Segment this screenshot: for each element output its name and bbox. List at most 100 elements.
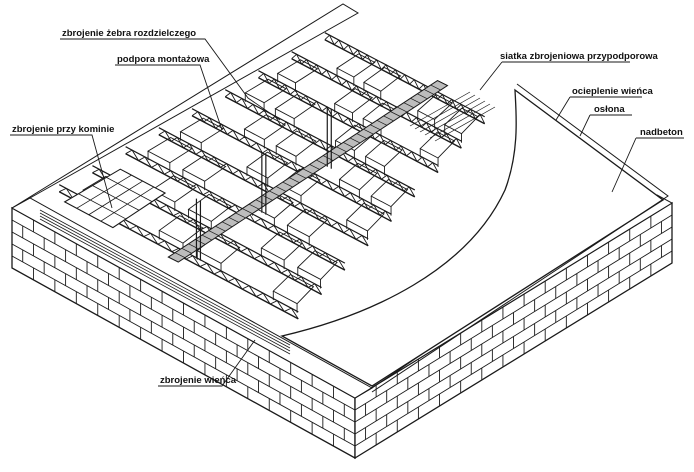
joist-bottom-chord <box>258 77 439 174</box>
rib-hatch <box>275 186 287 192</box>
rib-hatch <box>396 106 408 113</box>
rib-hatch <box>376 120 388 126</box>
rib-hatch <box>302 168 314 175</box>
hollow-block <box>272 273 315 305</box>
rib-hatch <box>242 208 253 214</box>
chimney-bar <box>106 176 153 202</box>
hollow-block <box>187 193 232 222</box>
leader-rib-reinforcement <box>60 38 281 121</box>
joist <box>258 59 456 174</box>
right-wall-bricks <box>354 214 673 447</box>
chimney-bar <box>92 185 140 211</box>
rib-hatch <box>228 217 240 223</box>
rib-hatch <box>356 133 367 139</box>
rib-hatch <box>215 225 226 232</box>
joist-lattice <box>191 111 392 222</box>
hollow-block <box>417 94 453 121</box>
floor-structure <box>39 32 496 355</box>
rib-hatch <box>309 164 320 170</box>
joist-lattice <box>125 149 346 271</box>
label-cover: osłona <box>594 104 625 115</box>
rim-reinforcement-bar <box>39 212 291 349</box>
rib-hatch <box>248 203 260 210</box>
label-support-mesh: siatka zbrojeniowa przypodporowa <box>500 51 659 62</box>
rib-hatch <box>390 111 401 117</box>
support-mesh-bar <box>414 94 476 130</box>
topping-concrete-surface <box>280 88 665 387</box>
rib-hatch <box>269 190 280 197</box>
rib-hatch <box>255 199 266 206</box>
hollow-block <box>275 130 317 157</box>
rib-hatch <box>430 84 441 91</box>
leader-support-mesh <box>479 61 630 91</box>
joist-lattice <box>324 34 486 124</box>
rib-hatch <box>383 115 394 122</box>
joist-bottom-chord <box>191 115 392 222</box>
hollow-block <box>297 250 338 280</box>
rim-reinforcement-bar <box>39 218 291 355</box>
rib-hatch <box>343 142 354 148</box>
hollow-block <box>364 139 403 167</box>
left-wall-bricks <box>11 219 356 447</box>
hollow-block <box>179 117 225 144</box>
leader-cover <box>579 114 632 137</box>
rib-hatch <box>282 181 293 188</box>
label-topping-concrete: nadbeton <box>640 127 683 138</box>
hollow-block <box>274 93 316 120</box>
rib-hatch <box>423 89 435 95</box>
hollow-block <box>260 231 303 261</box>
rib-hatch <box>201 234 213 241</box>
leader-topping-concrete <box>611 137 684 193</box>
rib-hatch <box>336 146 347 153</box>
hollow-block <box>419 131 456 159</box>
joist-bottom-chord <box>291 58 462 149</box>
rib-hatch <box>208 230 219 236</box>
hollow-block <box>336 53 376 78</box>
chimney-bar <box>100 186 155 222</box>
leader-lines <box>10 38 684 387</box>
label-chimney-reinforcement: zbrojenie przy kominie <box>12 124 114 135</box>
rib-hatch <box>403 102 414 108</box>
rim-insulation-strip <box>371 83 669 393</box>
hollow-block <box>370 178 409 208</box>
label-rim-reinforcement: zbrojenie wieńca <box>160 375 237 386</box>
rib-hatch <box>296 172 307 179</box>
rib-hatch <box>181 247 192 254</box>
hollow-block <box>363 66 402 92</box>
rib-hatch <box>262 195 273 201</box>
rib-hatch <box>174 252 186 258</box>
hollow-block <box>182 154 227 182</box>
back-wall-top <box>11 3 359 209</box>
joist-bottom-chord <box>224 96 416 198</box>
support-mesh-bar <box>409 91 471 127</box>
hollow-block <box>244 78 287 104</box>
joist <box>191 108 409 222</box>
joist-lattice <box>258 72 439 173</box>
rim-reinforcement-bar <box>39 215 291 352</box>
label-mounting-support: podpora montażowa <box>117 54 210 65</box>
support-mesh-bar <box>419 97 481 133</box>
rib-hatch <box>437 80 448 86</box>
hollow-block <box>246 151 289 179</box>
rib-hatch <box>168 256 179 263</box>
joist-bottom-chord <box>324 39 486 125</box>
joist-lattice <box>291 53 462 149</box>
rib-hatch <box>410 97 421 104</box>
rim-reinforcement-bar <box>39 209 291 346</box>
leader-rim-insulation <box>555 96 642 121</box>
rib-hatch <box>349 137 361 144</box>
rib-hatch <box>363 128 374 135</box>
rib-hatch <box>370 124 381 131</box>
leader-rim-reinforcement <box>158 339 256 387</box>
joist-bottom-chord <box>125 153 346 271</box>
rib-hatch <box>289 177 300 183</box>
joist-lattice <box>224 91 416 198</box>
rib-hatch <box>235 212 246 219</box>
joist <box>324 32 486 125</box>
label-rim-insulation: ocieplenie wieńca <box>572 86 653 97</box>
rib-hatch <box>417 93 428 100</box>
support-mesh-bar <box>424 100 486 136</box>
hollow-block <box>151 175 197 203</box>
leader-mounting-support <box>115 64 223 131</box>
